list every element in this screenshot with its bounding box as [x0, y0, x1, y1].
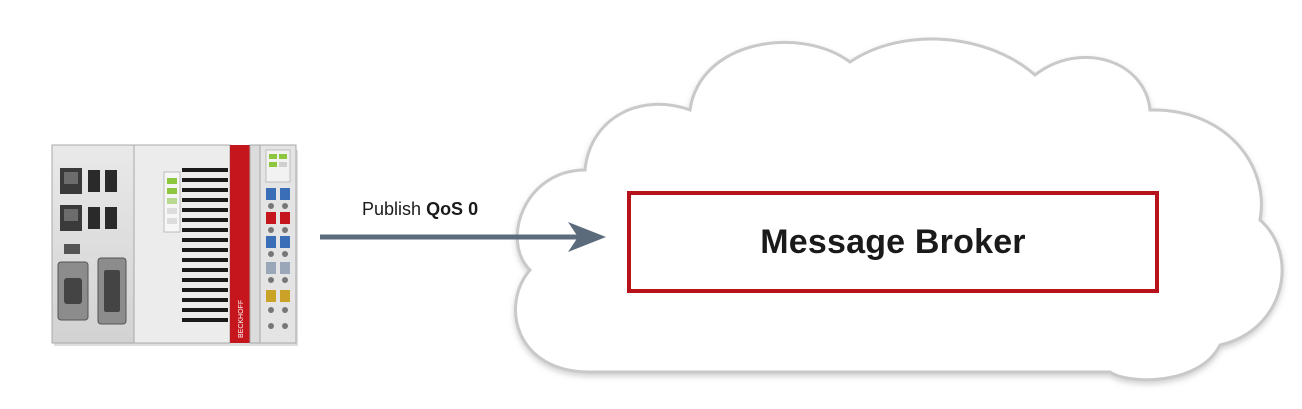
edge-label-prefix: Publish	[362, 199, 422, 219]
edge-label-qos: QoS 0	[426, 199, 479, 219]
message-broker-label: Message Broker	[760, 222, 1026, 261]
publish-arrow	[320, 222, 606, 252]
edge-label: Publish QoS 0	[362, 199, 478, 220]
device-brand-text: BECKHOFF	[238, 300, 245, 338]
message-broker-box: Message Broker	[627, 191, 1159, 293]
industrial-pc-icon: BECKHOFF	[51, 144, 298, 346]
